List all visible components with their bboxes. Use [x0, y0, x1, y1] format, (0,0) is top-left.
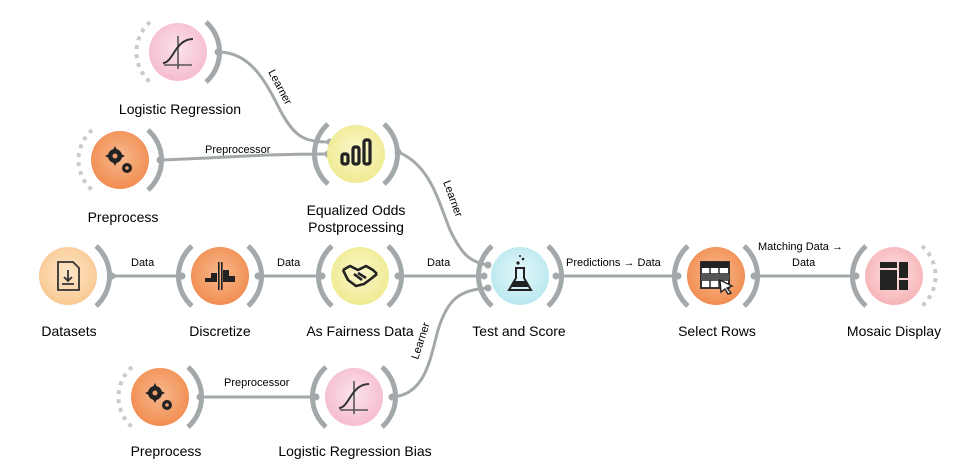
gears-icon — [105, 146, 132, 173]
widget-preprocess-bottom[interactable] — [116, 365, 204, 429]
label-discretize: Discretize — [189, 323, 251, 339]
link-label-sr-to-md-1: Matching Data → — [758, 241, 843, 253]
widget-datasets[interactable] — [39, 244, 112, 308]
bar-chart-icon — [340, 138, 372, 166]
links — [112, 50, 856, 399]
label-datasets: Datasets — [41, 323, 97, 339]
file-download-icon — [57, 261, 80, 291]
link-label-pp-to-eo: Preprocessor — [205, 144, 271, 156]
select-rows-icon — [700, 261, 734, 295]
widget-discretize[interactable] — [176, 244, 264, 308]
label-as-fairness-data: As Fairness Data — [306, 323, 414, 339]
widget-equalized-odds[interactable] — [312, 122, 400, 186]
widget-mosaic-display[interactable] — [850, 244, 938, 308]
logistic-curve-icon — [338, 381, 370, 414]
flask-icon — [507, 255, 533, 291]
link-label-sr-to-md-2: Data — [792, 257, 816, 269]
link-eo-to-ts[interactable] — [397, 150, 489, 267]
mosaic-icon — [880, 262, 908, 290]
label-select-rows: Select Rows — [678, 323, 756, 339]
label-test-and-score: Test and Score — [472, 323, 566, 339]
widget-test-and-score[interactable] — [476, 244, 564, 308]
widget-logistic-regression[interactable] — [134, 20, 222, 84]
gears-icon — [145, 383, 172, 410]
label-mosaic-display: Mosaic Display — [846, 323, 942, 339]
logistic-curve-icon — [162, 36, 194, 69]
link-label-pp-to-lrb: Preprocessor — [224, 377, 290, 389]
link-label-disc-to-afd: Data — [277, 257, 301, 269]
widget-as-fairness-data[interactable] — [316, 244, 404, 308]
link-pp-to-eo[interactable] — [159, 152, 329, 162]
discretize-icon — [205, 262, 235, 290]
link-label-lr-to-eo: Learner — [265, 68, 294, 107]
label-preprocess-bottom: Preprocess — [130, 443, 202, 459]
link-label-ts-to-sr: Predictions → Data — [566, 257, 662, 269]
widget-select-rows[interactable] — [672, 244, 760, 308]
handshake-icon — [341, 264, 378, 288]
label-logistic-regression: Logistic Regression — [118, 101, 242, 117]
link-lr-to-eo[interactable] — [217, 50, 331, 144]
link-lrb-to-ts[interactable] — [391, 286, 489, 399]
widget-logistic-regression-bias[interactable] — [310, 365, 398, 429]
link-label-afd-to-ts: Data — [427, 257, 451, 269]
widget-preprocess-top[interactable] — [76, 128, 164, 192]
link-label-ds-to-disc: Data — [131, 257, 155, 269]
label-preprocess-top: Preprocess — [87, 209, 159, 225]
label-logistic-regression-bias: Logistic Regression Bias — [278, 443, 432, 459]
label-equalized-odds: Equalized Odds Postprocessing — [306, 202, 406, 235]
